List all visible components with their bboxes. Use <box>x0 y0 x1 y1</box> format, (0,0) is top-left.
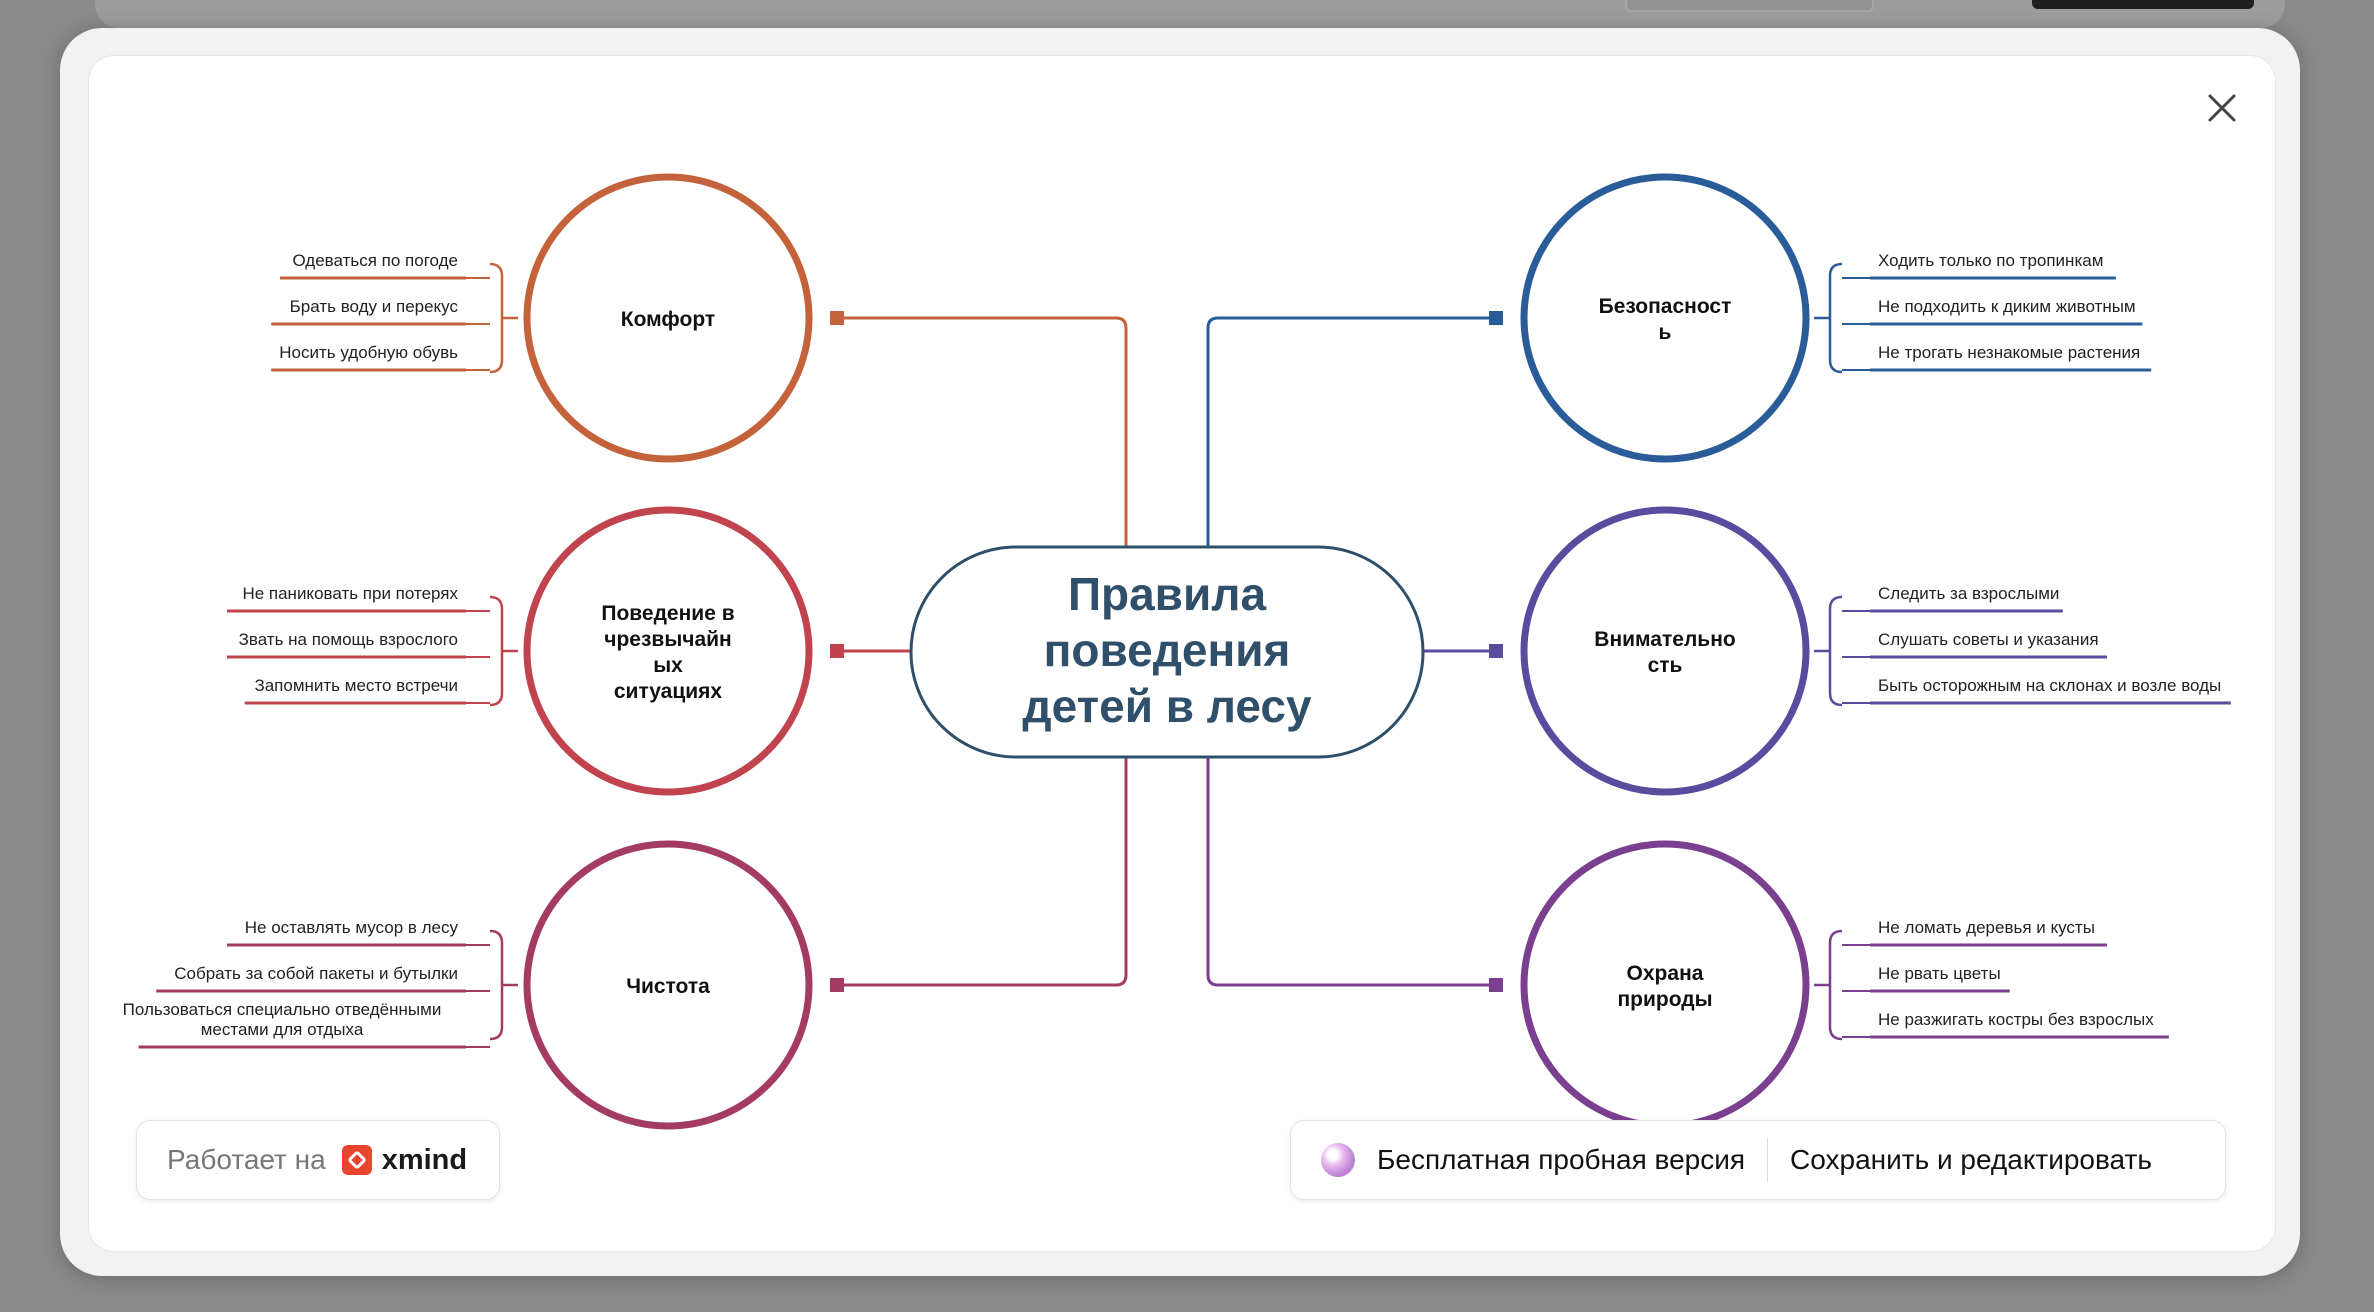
subtopic-attention-0: Следить за взрослыми <box>1878 584 2059 603</box>
subtopic-comfort-2: Носить удобную обувь <box>279 343 458 362</box>
subtopic-cleanliness-0: Не оставлять мусор в лесу <box>245 918 459 937</box>
gem-icon <box>1321 1143 1355 1177</box>
branch-title-attention: Внимательно <box>1594 628 1735 651</box>
connector-handle-safety[interactable] <box>1489 311 1503 325</box>
subtopic-nature-0: Не ломать деревья и кусты <box>1878 918 2095 937</box>
branch-title-attention: сть <box>1648 654 1683 677</box>
branch-title-safety: ь <box>1659 321 1672 344</box>
branch-emergency[interactable] <box>523 506 813 796</box>
branch-title-nature: природы <box>1617 988 1712 1011</box>
subtopic-nature-2: Не разжигать костры без взрослых <box>1878 1010 2154 1029</box>
subtopic-comfort-0: Одеваться по погоде <box>292 251 458 270</box>
free-trial-button[interactable]: Бесплатная пробная версия <box>1377 1144 1746 1175</box>
connector-handle-comfort[interactable] <box>830 311 844 325</box>
central-topic[interactable] <box>909 545 1425 759</box>
branch-safety[interactable] <box>1520 173 1810 463</box>
subtopic-emergency-1: Звать на помощь взрослого <box>239 630 458 649</box>
branch-title-safety: Безопасност <box>1599 295 1732 318</box>
subtopic-cleanliness-1: Собрать за собой пакеты и бутылки <box>174 964 458 983</box>
connector-handle-attention[interactable] <box>1489 644 1503 658</box>
branch-title-emergency: ситуациях <box>614 680 723 703</box>
branch-title-cleanliness: Чистота <box>626 975 710 998</box>
subtopic-bracket-nature <box>1814 929 1843 1041</box>
subtopic-emergency-2: Запомнить место встречи <box>254 676 458 695</box>
connector-handle-nature[interactable] <box>1489 978 1503 992</box>
save-and-edit-button[interactable]: Сохранить и редактировать <box>1790 1144 2152 1175</box>
subtopic-attention-2: Быть осторожным на склонах и возле воды <box>1878 676 2221 695</box>
powered-by-badge[interactable]: Работает на xmind <box>136 1120 500 1200</box>
connector-nature <box>1206 757 1496 987</box>
cta-bar: Бесплатная пробная версия Сохранить и ре… <box>1290 1120 2226 1200</box>
subtopic-bracket-cleanliness <box>489 929 518 1041</box>
branch-title-emergency: Поведение в <box>601 602 734 625</box>
central-topic-text: Правила <box>1068 568 1267 620</box>
connector-handle-cleanliness[interactable] <box>830 978 844 992</box>
subtopic-bracket-attention <box>1814 595 1843 707</box>
subtopic-safety-0: Ходить только по тропинкам <box>1878 251 2103 270</box>
connector-safety <box>1206 316 1496 547</box>
mindmap-canvas <box>88 55 2276 1252</box>
subtopic-attention-1: Слушать советы и указания <box>1878 630 2099 649</box>
connector-handle-emergency[interactable] <box>830 644 844 658</box>
background-page <box>95 0 2285 28</box>
powered-by-label: Работает на <box>167 1144 326 1175</box>
subtopic-cleanliness-2: Пользоваться специально отведёнными <box>123 1000 442 1019</box>
subtopic-comfort-1: Брать воду и перекус <box>290 297 459 316</box>
connector-cleanliness <box>837 757 1128 987</box>
branch-title-nature: Охрана <box>1627 962 1704 985</box>
branch-title-emergency: чрезвычайн <box>604 628 731 651</box>
subtopic-safety-2: Не трогать незнакомые растения <box>1878 343 2140 362</box>
branch-title-emergency: ых <box>653 654 683 677</box>
background-button <box>2032 0 2254 9</box>
background-field <box>1625 0 1874 12</box>
central-topic-text: поведения <box>1044 624 1291 676</box>
central-topic-text: детей в лесу <box>1022 680 1312 732</box>
brand-name: xmind <box>381 1143 468 1176</box>
branch-nature[interactable] <box>1520 840 1810 1130</box>
subtopic-safety-1: Не подходить к диким животным <box>1878 297 2136 316</box>
subtopic-cleanliness-2: местами для отдыха <box>201 1020 364 1039</box>
branch-cleanliness[interactable] <box>523 840 813 1130</box>
subtopic-nature-1: Не рвать цветы <box>1878 964 2001 983</box>
subtopic-bracket-emergency <box>489 595 518 707</box>
subtopic-bracket-comfort <box>489 262 518 374</box>
subtopic-bracket-safety <box>1814 262 1843 374</box>
branch-comfort[interactable] <box>523 173 813 463</box>
subtopic-emergency-0: Не паниковать при потерях <box>242 584 458 603</box>
close-icon[interactable] <box>2200 86 2244 130</box>
branch-attention[interactable] <box>1520 506 1810 796</box>
cta-divider <box>1767 1138 1769 1182</box>
branch-title-comfort: Комфорт <box>621 308 715 331</box>
connector-comfort <box>837 316 1128 547</box>
xmind-logo-icon <box>341 1145 372 1175</box>
